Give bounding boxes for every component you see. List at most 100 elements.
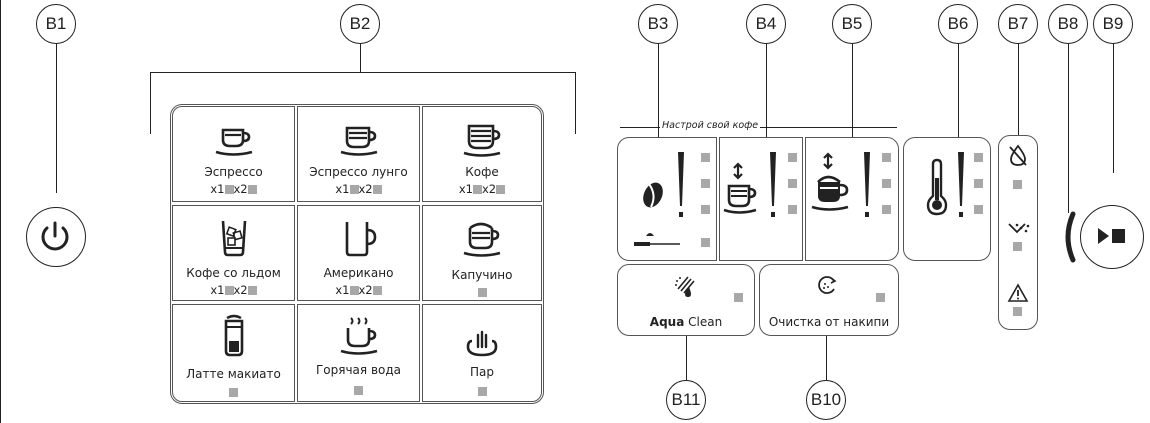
level-indicator-high (788, 153, 797, 162)
iced-coffee-glass-icon (221, 220, 246, 257)
level-indicator-high (701, 153, 710, 162)
beverage-label: Эспрессо (204, 165, 263, 179)
callout-b1: B1 (36, 4, 76, 44)
aquaclean-indicator (734, 293, 743, 302)
left-border-line (0, 0, 2, 423)
beverage-label: Кофе со льдом (186, 266, 281, 280)
callout-b3: B3 (638, 4, 678, 44)
leader-b5 (852, 43, 854, 155)
ground-coffee-indicator (701, 238, 710, 247)
coffee-cup-icon (463, 124, 501, 157)
callout-b10: B10 (806, 380, 846, 420)
milk-volume-icon (811, 152, 849, 211)
power-icon (41, 221, 69, 251)
leader-b6 (958, 43, 960, 155)
leader-b3 (658, 43, 660, 188)
steam-icon (466, 330, 498, 357)
beverage-tile-latte-macchiato[interactable]: Латте макиато (172, 304, 295, 402)
level-bar-icon (770, 152, 776, 217)
callout-b11: B11 (666, 380, 706, 420)
level-indicator-low (701, 205, 710, 214)
aquaclean-filter-icon (675, 276, 695, 297)
callout-b6: B6 (938, 4, 978, 44)
aquaclean-button[interactable]: Aqua Clean (617, 264, 755, 336)
level-indicator-mid (701, 179, 710, 188)
customize-title: Настрой свой кофе (662, 120, 759, 131)
descale-label: Очистка от накипи (768, 315, 890, 329)
level-indicator-mid (974, 179, 983, 188)
beverage-label: Капучино (451, 268, 513, 282)
espresso-cup-icon (215, 128, 252, 156)
callout-b7: B7 (998, 4, 1038, 44)
callout-b5: B5 (832, 4, 872, 44)
level-indicator-mid (788, 179, 797, 188)
level-indicator-low (882, 205, 891, 214)
level-indicator-mid (882, 179, 891, 188)
level-indicator-high (974, 153, 983, 162)
bracket-b2-right (575, 72, 577, 134)
beverage-label: Эспрессо лунго (309, 165, 408, 179)
beverage-label: Латте макиато (186, 367, 281, 381)
aquaclean-label: Aqua Clean (649, 315, 723, 329)
warning-indicator (1013, 307, 1022, 316)
warning-icon (1007, 283, 1029, 302)
grounds-container-indicator (1013, 242, 1022, 251)
power-button[interactable] (26, 207, 86, 267)
descale-button[interactable]: Очистка от накипи (759, 264, 899, 336)
ground-coffee-icon (634, 233, 680, 246)
customize-line-left (620, 127, 660, 129)
leader-b7 (1018, 43, 1020, 143)
beverage-tile-hot-water[interactable]: Горячая вода (297, 304, 420, 402)
callout-b8: B8 (1048, 4, 1088, 44)
americano-mug-icon (345, 222, 376, 257)
level-indicator-high (882, 153, 891, 162)
grounds-container-icon (1008, 223, 1030, 234)
leader-b4 (766, 43, 768, 155)
coffee-volume-button[interactable] (719, 137, 803, 261)
milk-volume-button[interactable] (805, 137, 899, 261)
descale-indicator (876, 293, 885, 302)
beverage-indicator (423, 384, 541, 398)
level-indicator-low (974, 205, 983, 214)
level-bar-icon (958, 152, 964, 217)
beverage-label: Американо (323, 266, 394, 280)
leader-b9 (1113, 43, 1115, 173)
leader-b10 (826, 328, 828, 385)
lungo-cup-icon (340, 126, 377, 156)
leader-b2 (360, 43, 362, 73)
beverage-indicator (173, 385, 294, 399)
play-pause-icon (1098, 228, 1126, 245)
bracket-b2 (150, 72, 575, 74)
thermometer-icon (926, 158, 948, 216)
leader-b8 (1068, 43, 1070, 213)
start-stop-light-arc-icon (1065, 211, 1076, 263)
beverage-label: Пар (470, 365, 494, 379)
leader-b1 (56, 43, 58, 193)
descale-icon (818, 276, 837, 294)
beverage-label: Горячая вода (315, 363, 402, 377)
callout-b2: B2 (340, 4, 380, 44)
customize-line-right (760, 127, 897, 129)
cappuccino-cup-icon (463, 222, 501, 257)
leader-b11 (686, 328, 688, 385)
beverage-tile-cappuccino[interactable]: Капучино (422, 205, 542, 301)
strength-button[interactable] (617, 137, 717, 261)
beverage-tile-steam[interactable]: Пар (422, 304, 542, 402)
level-bar-icon (678, 152, 684, 217)
no-water-indicator (1013, 180, 1022, 189)
start-stop-button[interactable] (1080, 205, 1144, 269)
temperature-button[interactable] (903, 137, 991, 261)
bracket-b2-left (150, 72, 152, 134)
status-indicator-panel (998, 135, 1038, 330)
beverage-indicator (298, 383, 419, 397)
